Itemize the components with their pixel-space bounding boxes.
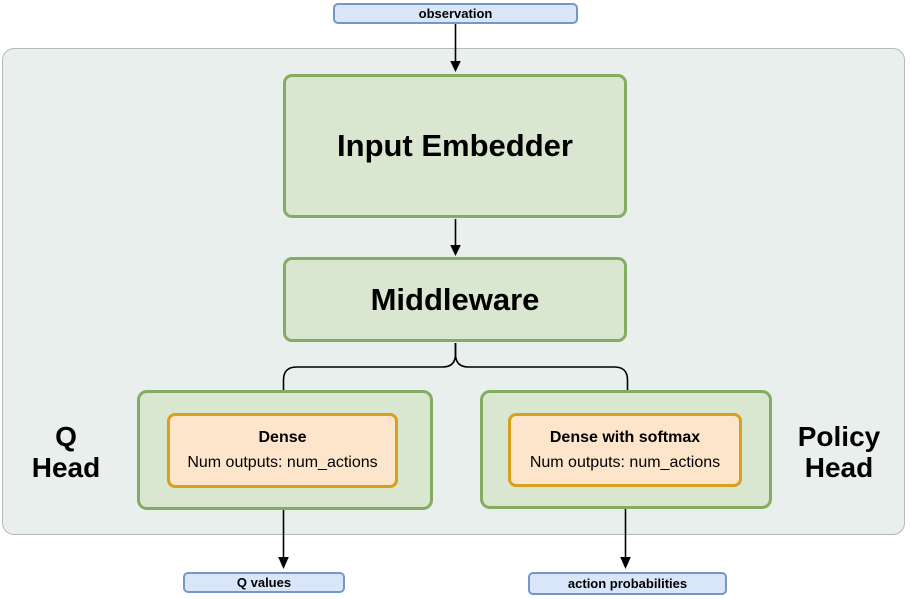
q-head-label: Q Head (16, 421, 116, 483)
policy-head-label-line1: Policy (797, 421, 881, 452)
policy-head-label-line2: Head (804, 452, 874, 483)
policy-head-dense-title: Dense with softmax (549, 428, 701, 446)
action-probabilities-node: action probabilities (528, 572, 727, 595)
q-head-label-line2: Head (31, 452, 101, 483)
input-embedder-label: Input Embedder (337, 128, 573, 163)
policy-head-label: Policy Head (789, 421, 889, 483)
q-values-label: Q values (236, 575, 292, 590)
action-probabilities-label: action probabilities (567, 576, 688, 591)
middleware-node: Middleware (283, 257, 627, 342)
observation-label: observation (418, 6, 493, 21)
observation-node: observation (333, 3, 578, 24)
q-values-node: Q values (183, 572, 345, 593)
policy-head-dense-node: Dense with softmax Num outputs: num_acti… (508, 413, 742, 487)
arrowhead-qvalues (278, 557, 289, 569)
q-head-label-line1: Q (55, 421, 77, 452)
q-head-dense-title: Dense (258, 429, 307, 446)
middleware-label: Middleware (370, 281, 540, 317)
policy-head-dense-subtitle: Num outputs: num_actions (529, 453, 721, 471)
input-embedder-node: Input Embedder (283, 74, 627, 218)
arrowhead-actionprobs (620, 557, 631, 569)
q-head-dense-node: Dense Num outputs: num_actions (167, 413, 398, 488)
q-head-dense-subtitle: Num outputs: num_actions (187, 454, 378, 471)
